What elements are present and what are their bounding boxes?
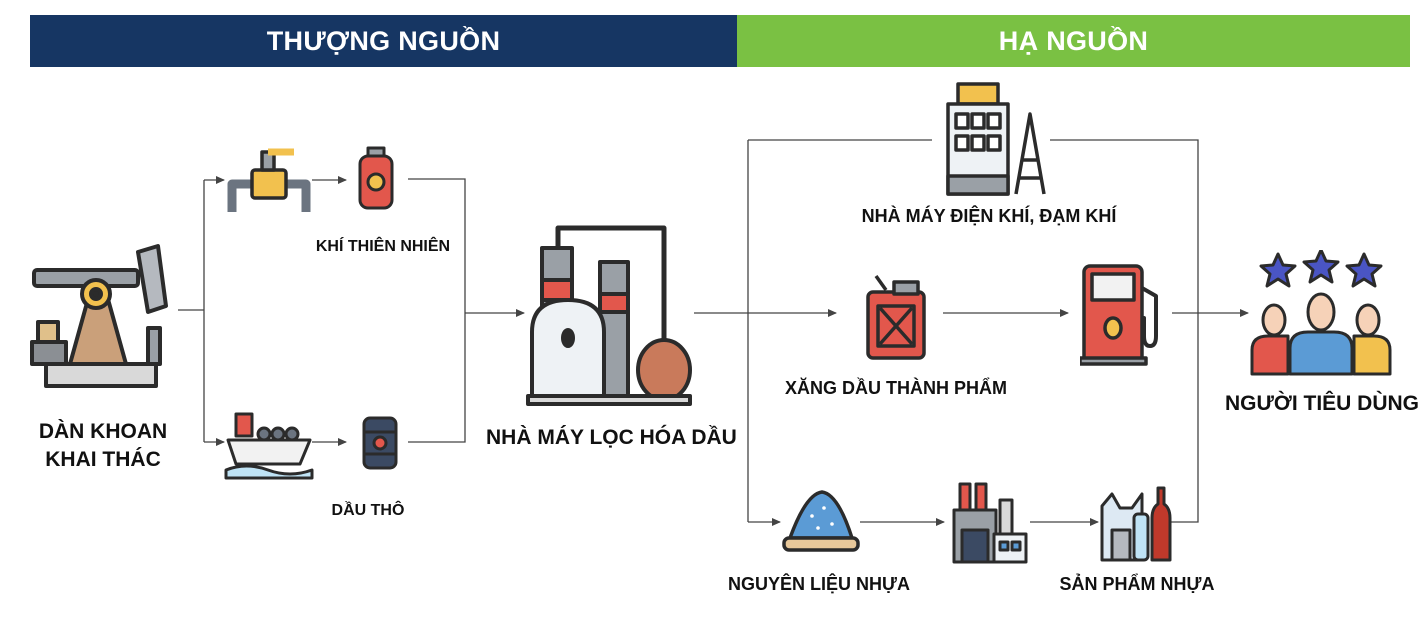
upstream-title: THƯỢNG NGUỒN: [266, 25, 501, 56]
jerrycan-icon: [866, 274, 926, 360]
gas-pipeline-icon: [227, 148, 311, 212]
factory-icon: [952, 482, 1028, 564]
upstream-header: THƯỢNG NGUỒN: [30, 15, 737, 67]
oil-barrel-icon: [362, 416, 398, 470]
connector-rig-split: [178, 180, 205, 442]
gas-label: KHÍ THIÊN NHIÊN: [315, 238, 451, 255]
rig-label-line1: DÀN KHOAN: [38, 420, 168, 443]
gas-cylinder-icon: [358, 146, 394, 210]
consumers-label: NGƯỜI TIÊU DÙNG: [1224, 392, 1419, 415]
refinery-label: NHÀ MÁY LỌC HÓA DẦU: [486, 426, 737, 449]
plastic-products-label: SẢN PHẨM NHỰA: [1059, 574, 1215, 594]
plastic-pellets-icon: [782, 490, 860, 552]
plastic-material-label: NGUYÊN LIỆU NHỰA: [728, 574, 910, 594]
refinery-icon: [526, 225, 692, 406]
connector-power-out: [1050, 139, 1199, 523]
oil-pumpjack-icon: [30, 244, 168, 388]
fuel-label: XĂNG DẦU THÀNH PHẨM: [785, 378, 1007, 398]
rig-label: DÀN KHOAN KHAI THÁC: [28, 418, 178, 474]
downstream-title: HẠ NGUỒN: [998, 25, 1149, 56]
plastic-products-icon: [1100, 486, 1172, 562]
consumers-icon: [1250, 250, 1392, 376]
rig-label-line2: KHAI THÁC: [45, 448, 161, 471]
power-plant-icon: [946, 82, 1046, 196]
power-plant-label: NHÀ MÁY ĐIỆN KHÍ, ĐẠM KHÍ: [861, 206, 1117, 226]
connector-gas-out: [408, 178, 466, 443]
downstream-header: HẠ NGUỒN: [737, 15, 1410, 67]
fuel-pump-icon: [1080, 264, 1158, 366]
oil-tanker-ship-icon: [224, 412, 314, 480]
crude-label: DẦU THÔ: [331, 502, 405, 519]
